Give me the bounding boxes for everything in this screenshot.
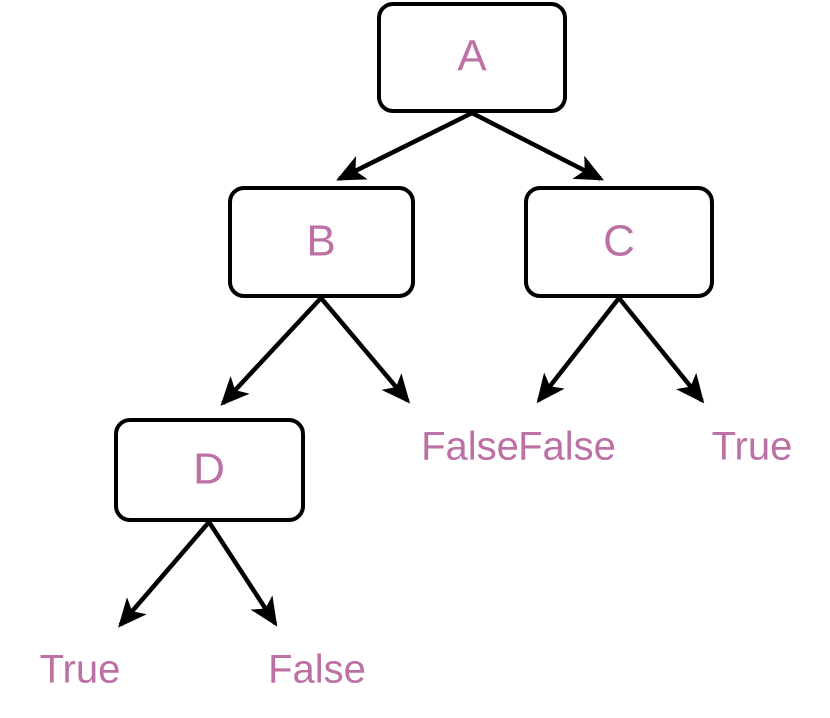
tree-edge — [336, 110, 474, 181]
tree-edge — [536, 296, 621, 404]
edges-layer — [118, 110, 705, 628]
tree-node[interactable]: C — [524, 186, 714, 298]
leaf-label: False — [421, 425, 519, 469]
node-label: D — [193, 445, 225, 494]
tree-node[interactable]: A — [377, 2, 567, 113]
edge-line — [617, 296, 705, 404]
node-label: C — [603, 217, 635, 266]
leaf-label: True — [40, 648, 121, 692]
edge-line — [336, 110, 474, 181]
leaf-label: True — [712, 425, 793, 469]
nodes-layer: A B C D — [114, 2, 714, 522]
node-box — [114, 418, 305, 522]
node-box — [377, 2, 567, 113]
tree-edge — [617, 296, 705, 404]
leaf-label: False — [268, 648, 366, 692]
tree-node[interactable]: D — [114, 418, 305, 522]
tree-node[interactable]: B — [228, 186, 415, 298]
node-box — [524, 186, 714, 298]
edge-line — [470, 110, 604, 181]
edge-line — [220, 296, 323, 406]
edge-line — [207, 520, 278, 627]
node-label: A — [457, 32, 487, 81]
edge-line — [319, 296, 411, 404]
tree-edge — [470, 110, 604, 181]
tree-edge — [220, 296, 323, 406]
edge-line — [118, 520, 211, 628]
tree-edge — [118, 520, 211, 628]
node-box — [228, 186, 415, 298]
leaf-label: False — [518, 425, 616, 469]
edge-line — [536, 296, 621, 404]
tree-edge — [207, 520, 278, 627]
tree-edge — [319, 296, 411, 404]
node-label: B — [306, 217, 335, 266]
